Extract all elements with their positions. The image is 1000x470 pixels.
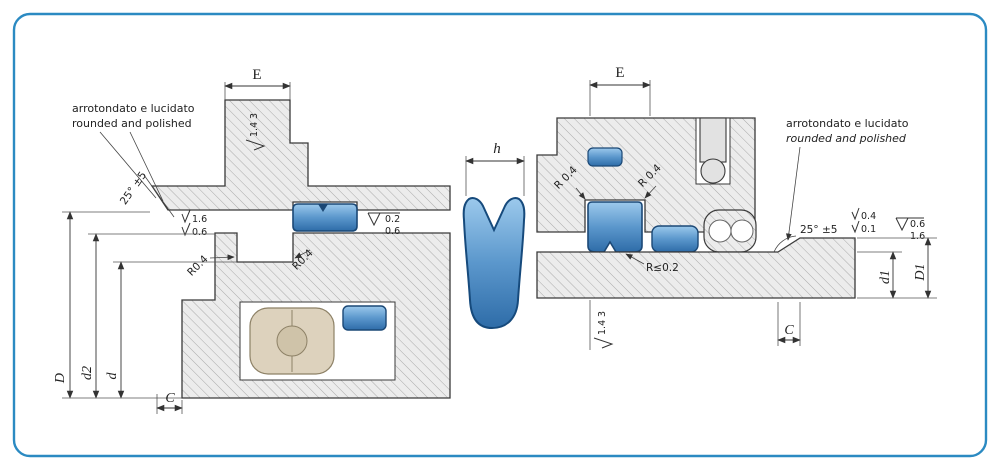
collar-check-bottom: [851, 220, 860, 234]
left-radius-left-leader: [209, 254, 235, 261]
left-note-it: arrotondato e lucidato: [72, 102, 195, 115]
left-note-leader-1: [99, 131, 157, 199]
bearing-ball: [276, 325, 308, 357]
left-seal-notch: [318, 204, 328, 212]
right-second-seal: [651, 225, 699, 253]
right-note-leader: [785, 146, 801, 241]
left-edge-check-bottom: [181, 222, 191, 237]
left-section-view: E 1.4 3 arrotondato e lucidato rounded a…: [53, 67, 451, 414]
plug-body: [699, 117, 727, 163]
end-finish-symbol: [895, 217, 924, 232]
right-main-seal: [587, 201, 643, 253]
svg-text:3: 3: [249, 113, 260, 119]
svg-text:1.6: 1.6: [910, 231, 925, 242]
svg-text:1.4: 1.4: [249, 122, 260, 137]
wiper-lobe-left: [708, 219, 732, 243]
dim-D1-label: D1: [913, 263, 928, 281]
left-chamfer-extension: [143, 174, 175, 218]
plug-ball: [700, 158, 726, 184]
svg-text:0.4: 0.4: [861, 211, 876, 222]
right-angle-label: 25° ±5: [800, 224, 837, 236]
left-tower-roughness: 1.4 3: [245, 113, 266, 151]
left-dim-d2-label: d2: [80, 366, 95, 380]
housing-insert-seal: [587, 147, 623, 167]
svg-text:0.6: 0.6: [192, 227, 207, 238]
left-dim-C-label: C: [165, 391, 175, 406]
left-note-leader-2: [129, 131, 164, 202]
seal-profile-view: h: [462, 141, 526, 330]
lip-radius-label: R≤0.2: [646, 262, 679, 274]
right-radius-right-leader: [644, 185, 657, 199]
left-dim-E-label: E: [252, 67, 261, 83]
svg-text:3: 3: [597, 311, 608, 317]
right-note-en: rounded and polished: [786, 132, 907, 145]
svg-text:0.1: 0.1: [861, 224, 876, 235]
dim-d1-label: d1: [878, 270, 893, 284]
left-main-seal: [292, 203, 358, 232]
svg-text:1.6: 1.6: [192, 214, 207, 225]
rod-shaft: [536, 237, 856, 299]
left-dim-D-label: D: [53, 373, 68, 384]
right-radius-left-leader: [575, 187, 586, 200]
svg-text:0.2: 0.2: [385, 214, 400, 225]
left-edge-check-top: [181, 209, 191, 224]
left-radius-right-leader: [294, 249, 311, 259]
svg-text:0.6: 0.6: [910, 219, 925, 230]
rod-roughness: 1.4 3: [593, 311, 614, 349]
lip-radius-leader: [625, 253, 645, 265]
svg-text:0.6: 0.6: [385, 226, 400, 237]
right-section-view: E R 0.4 R 0.4 arrotondato e lucidato rou…: [536, 65, 937, 350]
right-dim-E-label: E: [615, 65, 624, 81]
collar-check-top: [851, 207, 860, 221]
wiper-lobe-right: [730, 219, 754, 243]
dim-h-label: h: [493, 141, 501, 157]
seal-profile-shape: [462, 196, 526, 330]
svg-text:1.4: 1.4: [597, 320, 608, 335]
right-angle-arc: [773, 235, 797, 253]
left-note-en: rounded and polished: [72, 117, 192, 130]
right-dim-C-label: C: [784, 323, 794, 338]
right-note-it: arrotondato e lucidato: [786, 117, 909, 130]
secondary-seal: [342, 305, 387, 331]
left-dim-d-label: d: [105, 372, 120, 380]
left-groove-finish-symbol: [367, 212, 400, 227]
left-upper-housing: [150, 99, 451, 211]
